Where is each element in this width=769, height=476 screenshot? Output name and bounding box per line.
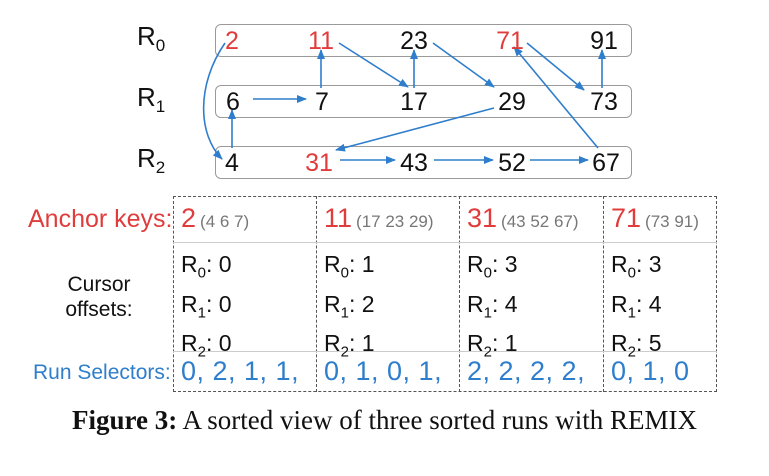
cursor-offsets-cell: R0: 3 R1: 4 R2: 1 (467, 251, 518, 361)
run-box-r2 (215, 146, 632, 179)
cursor-offsets-label: Cursor offsets: (65, 273, 133, 321)
key-r2-67: 67 (592, 149, 620, 177)
arrow-2-to-4 (202, 42, 226, 160)
arrow-29-to-31 (335, 107, 495, 152)
arrow-71-to-73 (526, 42, 585, 91)
run-selectors-label: Run Selectors: (33, 361, 171, 384)
remix-table (173, 196, 717, 392)
run-selectors-cell: 0, 2, 1, 1, (181, 356, 300, 386)
key-r2-43: 43 (400, 149, 428, 177)
key-r0-11: 11 (308, 27, 334, 55)
anchor-cell: 11(17 23 29) (324, 203, 434, 233)
run-label-r0: R0 (137, 21, 166, 56)
key-r1-17: 17 (400, 88, 428, 116)
arrows-layer (202, 42, 606, 164)
anchor-cell: 31(43 52 67) (467, 203, 579, 233)
run-box-r1 (215, 85, 632, 118)
run-selectors-cell: 2, 2, 2, 2, (467, 356, 586, 386)
key-r2-4: 4 (225, 149, 239, 177)
figure-caption: Figure 3: A sorted view of three sorted … (72, 405, 697, 435)
key-r0-91: 91 (590, 27, 618, 55)
key-r0-23: 23 (400, 27, 428, 55)
arrow-11-to-17 (338, 42, 409, 88)
key-r2-31: 31 (305, 149, 333, 177)
key-r1-7: 7 (315, 88, 329, 116)
run-label-r2: R2 (137, 143, 166, 178)
cursor-offsets-cell: R0: 3 R1: 4 R2: 5 (611, 251, 662, 361)
anchor-cell: 2(4 6 7) (181, 203, 250, 233)
column-divider (603, 196, 604, 392)
column-divider (316, 196, 317, 392)
row-divider (173, 351, 717, 352)
arrow-23-to-29 (432, 42, 495, 88)
run-label-r1: R1 (137, 82, 166, 117)
anchor-keys-label: Anchor keys: (28, 205, 173, 233)
key-r2-52: 52 (498, 149, 526, 177)
run-selectors-cell: 0, 1, 0, 1, (324, 356, 443, 386)
arrow-67-to-71 (513, 46, 599, 149)
cursor-offsets-cell: R0: 0 R1: 0 R2: 0 (181, 251, 232, 361)
column-divider (459, 196, 460, 392)
key-r1-6: 6 (226, 88, 240, 116)
cursor-offsets-cell: R0: 1 R1: 2 R2: 1 (324, 251, 375, 361)
key-r0-2: 2 (225, 27, 239, 55)
key-r1-73: 73 (590, 88, 618, 116)
key-r0-71: 71 (496, 27, 524, 55)
run-box-r0 (215, 24, 632, 57)
run-selectors-cell: 0, 1, 0 (611, 356, 690, 386)
key-r1-29: 29 (498, 88, 526, 116)
anchor-cell: 71(73 91) (611, 203, 699, 233)
row-divider (173, 242, 717, 243)
